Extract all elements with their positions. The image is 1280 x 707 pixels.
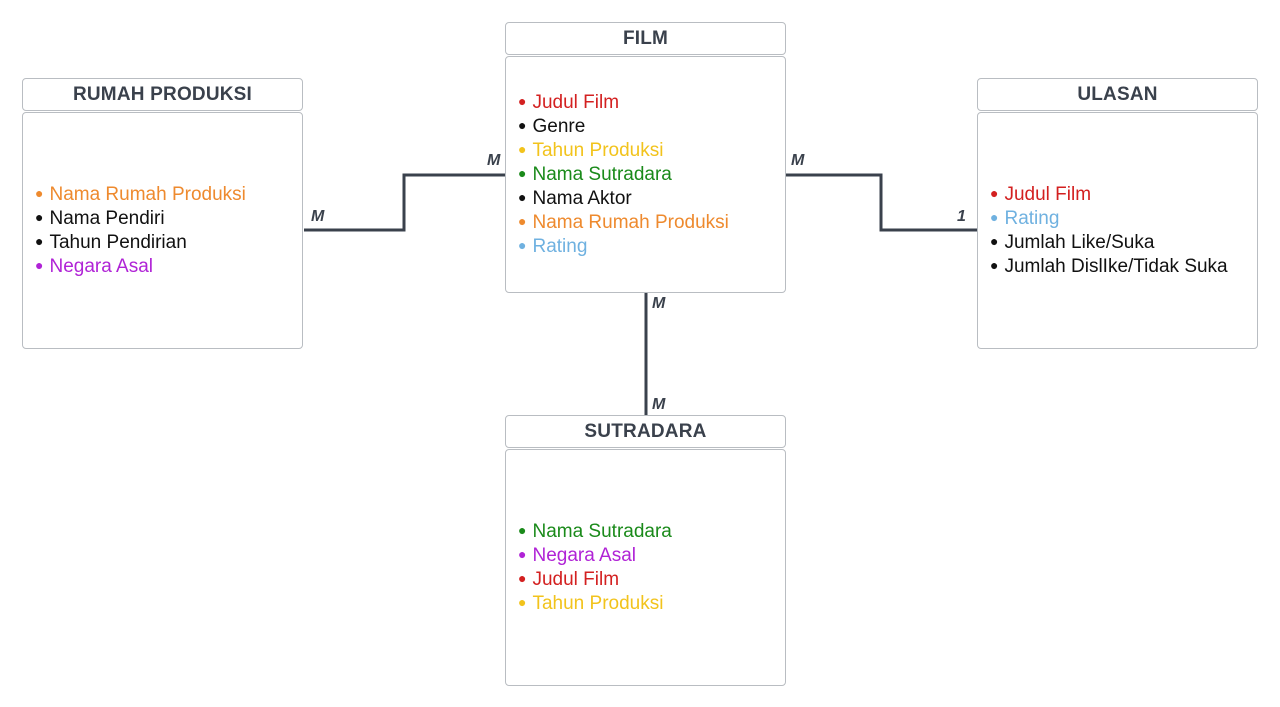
attribute-item: ● Nama Sutradara	[506, 163, 785, 187]
bullet-icon: ●	[990, 184, 999, 201]
attribute-item: ● Rating	[506, 235, 785, 259]
cardinality-sutradara-side: M	[652, 396, 666, 413]
attribute-label: Tahun Produksi	[532, 139, 664, 161]
attribute-label: Jumlah Like/Suka	[1004, 231, 1155, 253]
attribute-label: Negara Asal	[532, 544, 636, 566]
entity-rumah-produksi-title: RUMAH PRODUKSI	[22, 78, 303, 111]
bullet-icon: ●	[35, 184, 44, 201]
attribute-item: ● Nama Aktor	[506, 187, 785, 211]
attribute-item: ● Negara Asal	[23, 255, 302, 279]
attribute-item: ● Tahun Produksi	[506, 592, 785, 616]
bullet-icon: ●	[518, 545, 527, 562]
attribute-item: ● Jumlah DislIke/Tidak Suka	[978, 255, 1257, 279]
bullet-icon: ●	[518, 593, 527, 610]
attribute-item: ● Judul Film	[506, 91, 785, 115]
attribute-item: ● Rating	[978, 207, 1257, 231]
bullet-icon: ●	[518, 140, 527, 157]
attribute-label: Genre	[532, 115, 586, 137]
cardinality-film-right-side: M	[791, 152, 805, 169]
attribute-label: Tahun Produksi	[532, 592, 664, 614]
line-rumah-produksi-film	[304, 173, 505, 232]
entity-rumah-produksi[interactable]: RUMAH PRODUKSI ● Nama Rumah Produksi ● Nama…	[22, 78, 303, 349]
bullet-icon: ●	[518, 164, 527, 181]
entity-film-attributes: ● Judul Film ● Genre ● Tahun Produksi ● Nama Su…	[505, 56, 786, 293]
bullet-icon: ●	[990, 208, 999, 225]
bullet-icon: ●	[518, 92, 527, 109]
bullet-icon: ●	[35, 208, 44, 225]
line-film-ulasan	[786, 173, 977, 232]
bullet-icon: ●	[990, 232, 999, 249]
attribute-item: ● Nama Rumah Produksi	[506, 211, 785, 235]
bullet-icon: ●	[518, 569, 527, 586]
attribute-label: Judul Film	[532, 568, 620, 590]
entity-ulasan-title: ULASAN	[977, 78, 1258, 111]
attribute-label: Nama Sutradara	[532, 163, 672, 185]
attribute-label: Rating	[1004, 207, 1060, 229]
bullet-icon: ●	[990, 256, 999, 273]
attribute-label: Nama Rumah Produksi	[532, 211, 729, 233]
attribute-label: Judul Film	[532, 91, 620, 113]
entity-ulasan-attributes: ● Judul Film ● Rating ● Jumlah Like/Suka ● Juml…	[977, 112, 1258, 349]
entity-sutradara[interactable]: SUTRADARA ● Nama Sutradara ● Negara Asal ● Ju…	[505, 415, 786, 686]
bullet-icon: ●	[35, 256, 44, 273]
attribute-label: Nama Aktor	[532, 187, 632, 209]
attribute-item: ● Genre	[506, 115, 785, 139]
cardinality-film-bottom-side: M	[652, 295, 666, 312]
bullet-icon: ●	[518, 521, 527, 538]
attribute-item: ● Nama Pendiri	[23, 207, 302, 231]
cardinality-ulasan-side: 1	[957, 208, 966, 225]
bullet-icon: ●	[518, 212, 527, 229]
attribute-label: Jumlah DislIke/Tidak Suka	[1004, 255, 1228, 277]
attribute-label: Nama Sutradara	[532, 520, 672, 542]
entity-sutradara-attributes: ● Nama Sutradara ● Negara Asal ● Judul Film ● T…	[505, 449, 786, 686]
bullet-icon: ●	[518, 116, 527, 133]
attribute-item: ● Judul Film	[978, 183, 1257, 207]
bullet-icon: ●	[518, 236, 527, 253]
entity-sutradara-title: SUTRADARA	[505, 415, 786, 448]
attribute-item: ● Jumlah Like/Suka	[978, 231, 1257, 255]
attribute-label: Rating	[532, 235, 588, 257]
attribute-item: ● Tahun Pendirian	[23, 231, 302, 255]
attribute-label: Judul Film	[1004, 183, 1092, 205]
entity-ulasan[interactable]: ULASAN ● Judul Film ● Rating ● Jumlah Like/Su…	[977, 78, 1258, 349]
attribute-item: ● Negara Asal	[506, 544, 785, 568]
attribute-label: Tahun Pendirian	[49, 231, 187, 253]
entity-film-title: FILM	[505, 22, 786, 55]
bullet-icon: ●	[518, 188, 527, 205]
entity-film[interactable]: FILM ● Judul Film ● Genre ● Tahun Produksi ● Na…	[505, 22, 786, 293]
attribute-label: Nama Pendiri	[49, 207, 165, 229]
cardinality-rumah-produksi-side: M	[311, 208, 325, 225]
attribute-label: Nama Rumah Produksi	[49, 183, 246, 205]
bullet-icon: ●	[35, 232, 44, 249]
cardinality-film-left-side: M	[487, 152, 501, 169]
attribute-item: ● Nama Sutradara	[506, 520, 785, 544]
attribute-item: ● Tahun Produksi	[506, 139, 785, 163]
attribute-label: Negara Asal	[49, 255, 153, 277]
entity-rumah-produksi-attributes: ● Nama Rumah Produksi ● Nama Pendiri ● Tahun …	[22, 112, 303, 349]
attribute-item: ● Judul Film	[506, 568, 785, 592]
attribute-item: ● Nama Rumah Produksi	[23, 183, 302, 207]
